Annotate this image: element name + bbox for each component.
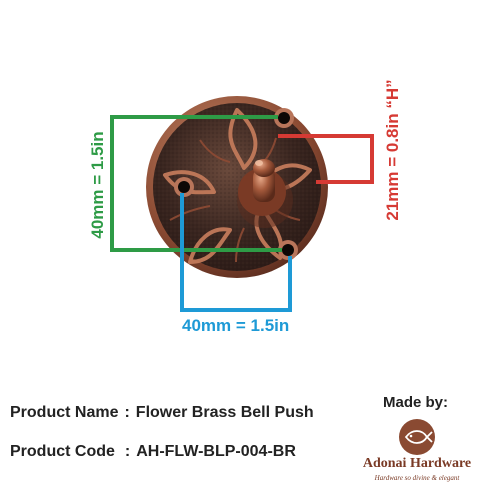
product-code-label: Product Code — [10, 443, 115, 460]
product-name-value: Flower Brass Bell Push — [135, 404, 314, 421]
bell-button-knob — [237, 159, 293, 228]
fish-icon — [399, 419, 435, 455]
width-dimension-lines — [180, 193, 292, 312]
screw-hole-top — [274, 108, 294, 128]
height-dimension-lines — [110, 115, 282, 252]
product-name-label: Product Name — [10, 404, 119, 421]
width-dimension-label: 40mm = 1.5in — [182, 316, 290, 335]
product-name-separator: : — [124, 404, 130, 421]
height-dimension-label: 40mm = 1.5in — [88, 131, 107, 239]
product-code-separator: : — [124, 443, 131, 460]
product-code-row: Product Code: AH-FLW-BLP-004-BR — [10, 443, 296, 461]
made-by-label: Made by: — [383, 394, 449, 411]
product-name-row: Product Name: Flower Brass Bell Push — [10, 404, 314, 422]
product-code-value: AH-FLW-BLP-004-BR — [136, 443, 296, 460]
screw-hole-left — [174, 177, 194, 197]
brand-name: Adonai Hardware — [362, 456, 472, 471]
screw-hole-bottom — [278, 240, 298, 260]
brand-tagline: Hardware so divine & elegant — [374, 474, 460, 482]
projection-dimension-label: 21mm = 0.8in “H” — [383, 79, 402, 221]
projection-dimension-lines — [278, 134, 374, 184]
